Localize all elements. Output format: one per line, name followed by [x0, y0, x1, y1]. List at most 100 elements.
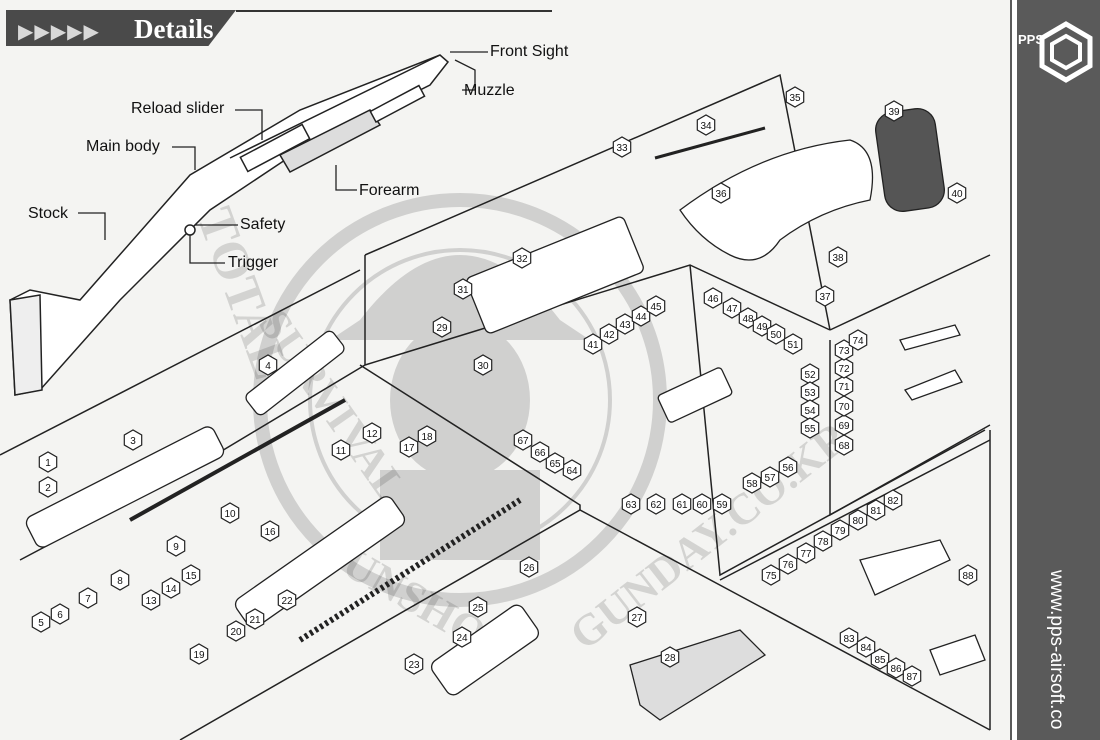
- part-number-label: 46: [707, 294, 719, 305]
- part-number-label: 70: [838, 402, 850, 413]
- part-number-label: 40: [951, 189, 963, 200]
- part-number-label: 79: [834, 526, 846, 537]
- callout-front-sight: Front Sight: [490, 43, 569, 60]
- part-marker-67: 67: [513, 429, 533, 451]
- part-marker-78: 78: [813, 530, 833, 552]
- part-marker-38: 38: [828, 246, 848, 268]
- part-marker-7: 7: [78, 587, 98, 609]
- header-arrows: ▶▶▶▶▶: [18, 19, 100, 43]
- part-marker-32: 32: [512, 247, 532, 269]
- part-number-label: 56: [782, 463, 794, 474]
- part-marker-88: 88: [958, 564, 978, 586]
- part-number-label: 60: [696, 500, 708, 511]
- part-number-label: 54: [804, 406, 816, 417]
- part-number-label: 18: [421, 432, 433, 443]
- part-number-label: 9: [173, 542, 179, 553]
- part-marker-71: 71: [834, 375, 854, 397]
- part-number-label: 42: [603, 330, 615, 341]
- part-number-label: 85: [874, 655, 886, 666]
- part-number-label: 11: [336, 446, 347, 457]
- part-number-label: 12: [366, 429, 378, 440]
- assembled-shotgun: [9, 54, 450, 396]
- part-marker-29: 29: [432, 316, 452, 338]
- part-marker-37: 37: [815, 285, 835, 307]
- part-marker-54: 54: [800, 399, 820, 421]
- part-number-label: 61: [676, 500, 688, 511]
- part-number-label: 71: [838, 382, 850, 393]
- part-marker-20: 20: [226, 620, 246, 642]
- part-number-label: 31: [457, 285, 469, 296]
- part-number-label: 72: [838, 364, 850, 375]
- part-marker-44: 44: [631, 305, 651, 327]
- callout-safety: Safety: [240, 216, 286, 233]
- part-number-label: 77: [800, 549, 812, 560]
- part-number-label: 22: [281, 596, 293, 607]
- part-marker-17: 17: [399, 436, 419, 458]
- part-marker-6: 6: [50, 603, 70, 625]
- part-number-label: 82: [887, 496, 899, 507]
- part-marker-12: 12: [362, 422, 382, 444]
- part-number-label: 52: [804, 370, 816, 381]
- part-number-label: 5: [38, 618, 44, 629]
- part-marker-33: 33: [612, 136, 632, 158]
- part-marker-86: 86: [886, 657, 906, 679]
- part-number-label: 35: [789, 93, 801, 104]
- part-number-label: 47: [726, 304, 738, 315]
- callout-trigger: Trigger: [228, 254, 279, 271]
- part-number-label: 84: [860, 643, 872, 654]
- part-marker-31: 31: [453, 278, 473, 300]
- part-marker-58: 58: [742, 472, 762, 494]
- part-number-label: 23: [408, 660, 420, 671]
- part-marker-80: 80: [848, 509, 868, 531]
- part-number-label: 57: [764, 473, 776, 484]
- sidebar-rule: [1012, 0, 1017, 740]
- part-marker-30: 30: [473, 354, 493, 376]
- callout-muzzle: Muzzle: [464, 82, 515, 99]
- part-number-label: 30: [477, 361, 489, 372]
- part-number-label: 27: [631, 613, 643, 624]
- part-number-label: 69: [838, 421, 850, 432]
- part-marker-8: 8: [110, 569, 130, 591]
- part-marker-52: 52: [800, 363, 820, 385]
- part-marker-34: 34: [696, 114, 716, 136]
- sidebar: [1010, 0, 1100, 740]
- callout-reload-slider: Reload slider: [131, 100, 225, 117]
- part-marker-79: 79: [830, 519, 850, 541]
- part-marker-64: 64: [562, 459, 582, 481]
- part-number-label: 24: [456, 633, 468, 644]
- part-marker-81: 81: [866, 499, 886, 521]
- part-marker-5: 5: [31, 611, 51, 633]
- part-number-label: 44: [635, 312, 647, 323]
- part-number-label: 51: [787, 340, 799, 351]
- part-number-label: 26: [523, 563, 535, 574]
- part-markers: 1234567891011121314151617181920212223242…: [31, 86, 978, 687]
- part-number-label: 81: [870, 506, 882, 517]
- part-number-label: 75: [765, 571, 777, 582]
- part-marker-41: 41: [583, 333, 603, 355]
- part-marker-50: 50: [766, 323, 786, 345]
- part-number-label: 39: [888, 107, 900, 118]
- part-number-label: 53: [804, 388, 816, 399]
- part-number-label: 64: [566, 466, 578, 477]
- header-title: Details: [134, 14, 214, 44]
- part-number-label: 43: [619, 320, 631, 331]
- part-marker-72: 72: [834, 357, 854, 379]
- part-number-label: 45: [650, 302, 662, 313]
- part-marker-51: 51: [783, 333, 803, 355]
- part-number-label: 37: [819, 292, 831, 303]
- part-number-label: 74: [852, 336, 864, 347]
- part-number-label: 76: [782, 560, 794, 571]
- part-number-label: 3: [130, 436, 136, 447]
- part-marker-85: 85: [870, 648, 890, 670]
- part-marker-76: 76: [778, 553, 798, 575]
- callout-leaders: [78, 51, 488, 264]
- part-number-label: 67: [517, 436, 529, 447]
- part-marker-69: 69: [834, 414, 854, 436]
- part-marker-13: 13: [141, 589, 161, 611]
- part-number-label: 80: [852, 516, 864, 527]
- part-marker-74: 74: [848, 329, 868, 351]
- part-marker-21: 21: [245, 608, 265, 630]
- header-rule: [236, 10, 552, 12]
- part-marker-45: 45: [646, 295, 666, 317]
- part-marker-82: 82: [883, 489, 903, 511]
